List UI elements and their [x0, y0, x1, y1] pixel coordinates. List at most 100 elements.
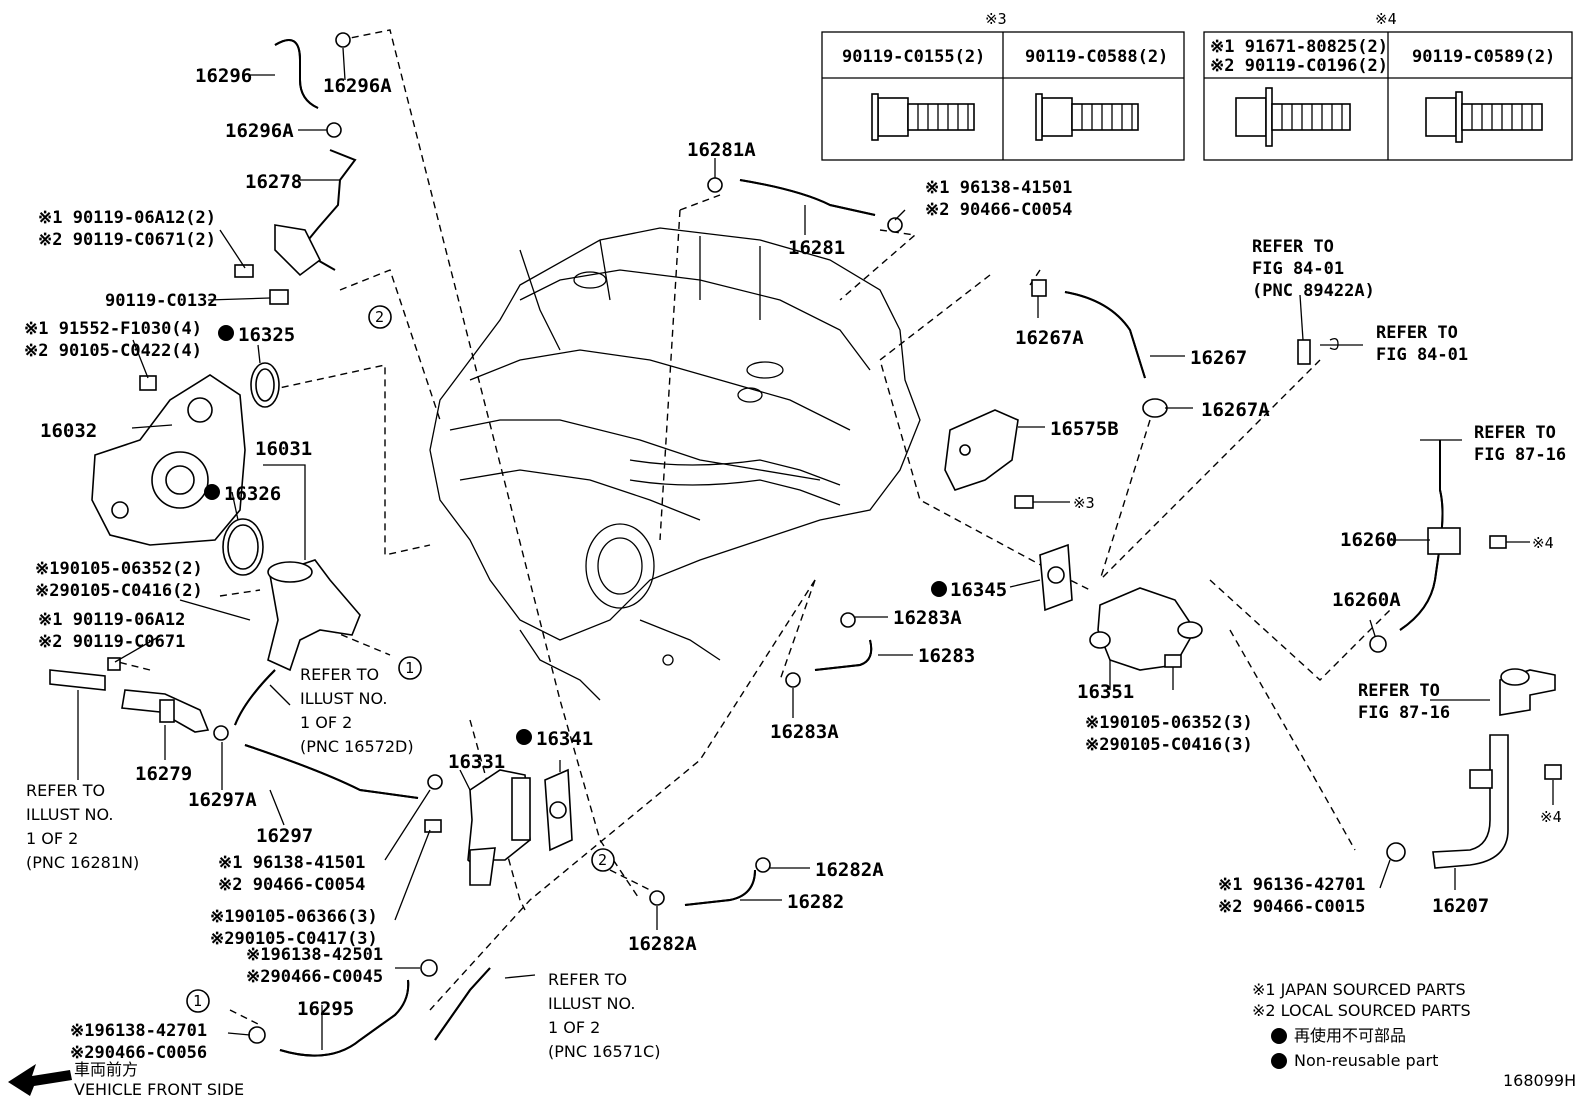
label-16282A: 16282A — [628, 933, 697, 955]
table4-col1-line1: ※1 91671-80825(2) — [1210, 37, 1388, 57]
part-hose-16281 — [707, 177, 903, 233]
svg-text:REFER TO: REFER TO — [26, 781, 105, 800]
part-pipe-left — [49, 657, 121, 691]
svg-text:ILLUST NO.: ILLUST NO. — [26, 805, 113, 824]
bolt-icon — [871, 93, 975, 141]
svg-text:REFER TO: REFER TO — [1358, 681, 1440, 701]
part-pipe-16207 — [1386, 734, 1562, 869]
bolt-icon — [1235, 87, 1351, 147]
label-16282: 16282 — [787, 891, 844, 913]
label-16345: 16345 — [950, 579, 1007, 601]
label-16281A: 16281A — [687, 139, 756, 161]
label-16331: 16331 — [448, 751, 505, 773]
label-16351: 16351 — [1077, 681, 1134, 703]
label-bolt-7: ※190105-06352(3) — [1085, 713, 1253, 733]
label-16296A: 16296A — [323, 75, 392, 97]
label-bolt-3: ※1 91552-F1030(4) — [24, 319, 202, 339]
part-gasket-16341 — [544, 768, 573, 852]
front-label-en: VEHICLE FRONT SIDE — [74, 1080, 244, 1099]
label-16297A: 16297A — [188, 789, 257, 811]
label-16283A: 16283A — [893, 607, 962, 629]
part-water-outlet-16351 — [1089, 587, 1203, 671]
legend-japan: ※1 JAPAN SOURCED PARTS — [1252, 980, 1466, 999]
label-bolt-7: ※290105-C0416(3) — [1085, 735, 1253, 755]
label-16296: 16296 — [195, 65, 252, 87]
label-16267A: 16267A — [1201, 399, 1270, 421]
table3-mark: ※3 — [985, 10, 1007, 28]
label-16575B: 16575B — [1050, 418, 1119, 440]
label-16279: 16279 — [135, 763, 192, 785]
svg-text:1 OF 2: 1 OF 2 — [26, 829, 78, 848]
refer-note-16571c: REFER TO ILLUST NO. 1 OF 2 (PNC 16571C) — [548, 970, 660, 1061]
svg-text:(PNC 16281N): (PNC 16281N) — [26, 853, 139, 872]
part-thermostat-housing-16331 — [467, 769, 531, 886]
bolt-table-4: ※4 ※1 91671-80825(2) ※2 90119-C0196(2) 9… — [1203, 10, 1573, 161]
label-clamp-2: ※290466-C0045 — [246, 967, 383, 987]
label-bolt-3: ※2 90105-C0422(4) — [24, 341, 202, 361]
svg-text:FIG 87-16: FIG 87-16 — [1474, 445, 1566, 465]
label-clamp-3: ※290466-C0056 — [70, 1043, 207, 1063]
svg-text:REFER TO: REFER TO — [548, 970, 627, 989]
svg-text:REFER TO: REFER TO — [1376, 323, 1458, 343]
part-water-pump-16032 — [91, 374, 246, 546]
label-bolt-4: ※190105-06352(2) — [35, 559, 203, 579]
bolt-table-3: ※3 90119-C0155(2) 90119-C0588(2) — [821, 10, 1185, 161]
svg-text:2: 2 — [598, 851, 607, 869]
svg-text:1 OF 2: 1 OF 2 — [548, 1018, 600, 1037]
label-bolt-4: ※290105-C0416(2) — [35, 581, 203, 601]
label-16325: 16325 — [238, 324, 295, 346]
engine-block — [429, 227, 921, 701]
part-clamp-16297A — [213, 725, 229, 741]
svg-text:1: 1 — [193, 992, 202, 1010]
label-x4: ※4 — [1532, 534, 1554, 552]
table3-col1: 90119-C0155(2) — [842, 47, 985, 67]
label-x4: ※4 — [1540, 808, 1562, 826]
svg-text:(PNC 89422A): (PNC 89422A) — [1252, 281, 1375, 301]
part-bracket-16575B — [944, 409, 1034, 509]
circle-marker-1: 1 — [398, 656, 422, 680]
part-hose-16297 — [244, 744, 419, 799]
label-x3: ※3 — [1073, 494, 1095, 512]
table3-col2: 90119-C0588(2) — [1025, 47, 1168, 67]
refer-note-16572d: REFER TO ILLUST NO. 1 OF 2 (PNC 16572D) — [300, 665, 414, 756]
part-pipe-16278 — [274, 149, 357, 277]
part-hose-16279 — [121, 689, 210, 733]
label-16296A: 16296A — [225, 120, 294, 142]
bolt-icon — [1425, 91, 1543, 143]
refer-note-16281n: REFER TO ILLUST NO. 1 OF 2 (PNC 16281N) — [26, 781, 139, 872]
part-labels: 16296 16296A 16296A 16278 ※1 90119-06A12… — [8, 65, 1566, 1099]
label-16260: 16260 — [1340, 529, 1397, 551]
svg-text:REFER TO: REFER TO — [1474, 423, 1556, 443]
label-clamp-3: ※196138-42701 — [70, 1021, 207, 1041]
svg-text:ILLUST NO.: ILLUST NO. — [300, 689, 387, 708]
part-hose-16572d — [234, 669, 276, 726]
svg-text:REFER TO: REFER TO — [300, 665, 379, 684]
part-bolt — [139, 264, 289, 391]
legend: ※1 JAPAN SOURCED PARTS ※2 LOCAL SOURCED … — [1252, 980, 1471, 1070]
part-gasket-16345 — [1039, 543, 1073, 612]
part-hose-16571c — [434, 967, 491, 1041]
legend-local: ※2 LOCAL SOURCED PARTS — [1252, 1001, 1471, 1020]
part-gasket-16326 — [222, 518, 264, 576]
label-clamp-5: ※1 96136-42701 — [1218, 875, 1365, 895]
label-16283A: 16283A — [770, 721, 839, 743]
label-bolt-6: ※290105-C0417(3) — [210, 929, 378, 949]
leader-lines — [77, 47, 1554, 1050]
circle-marker-1: 1 — [186, 989, 210, 1013]
label-bolt-2: 90119-C0132 — [105, 291, 218, 311]
label-16297: 16297 — [256, 825, 313, 847]
legend-non-reusable-jp: 再使用不可部品 — [1294, 1026, 1406, 1045]
label-16282A: 16282A — [815, 859, 884, 881]
circle-marker-2: 2 — [591, 848, 615, 872]
figure-id: 168099H — [1503, 1071, 1576, 1090]
circle-marker-2: 2 — [368, 305, 392, 329]
label-clamp-5: ※2 90466-C0015 — [1218, 897, 1365, 917]
label-bolt-5: ※1 90119-06A12 — [38, 610, 185, 630]
label-16267A: 16267A — [1015, 327, 1084, 349]
label-bolt-1: ※2 90119-C0671(2) — [38, 230, 216, 250]
label-16031: 16031 — [255, 438, 312, 460]
label-16278: 16278 — [245, 171, 302, 193]
label-16267: 16267 — [1190, 347, 1247, 369]
refer-note-fig-84-01-pnc: REFER TO FIG 84-01 (PNC 89422A) — [1252, 237, 1375, 301]
label-clamp-4: ※2 90466-C0054 — [925, 200, 1072, 220]
